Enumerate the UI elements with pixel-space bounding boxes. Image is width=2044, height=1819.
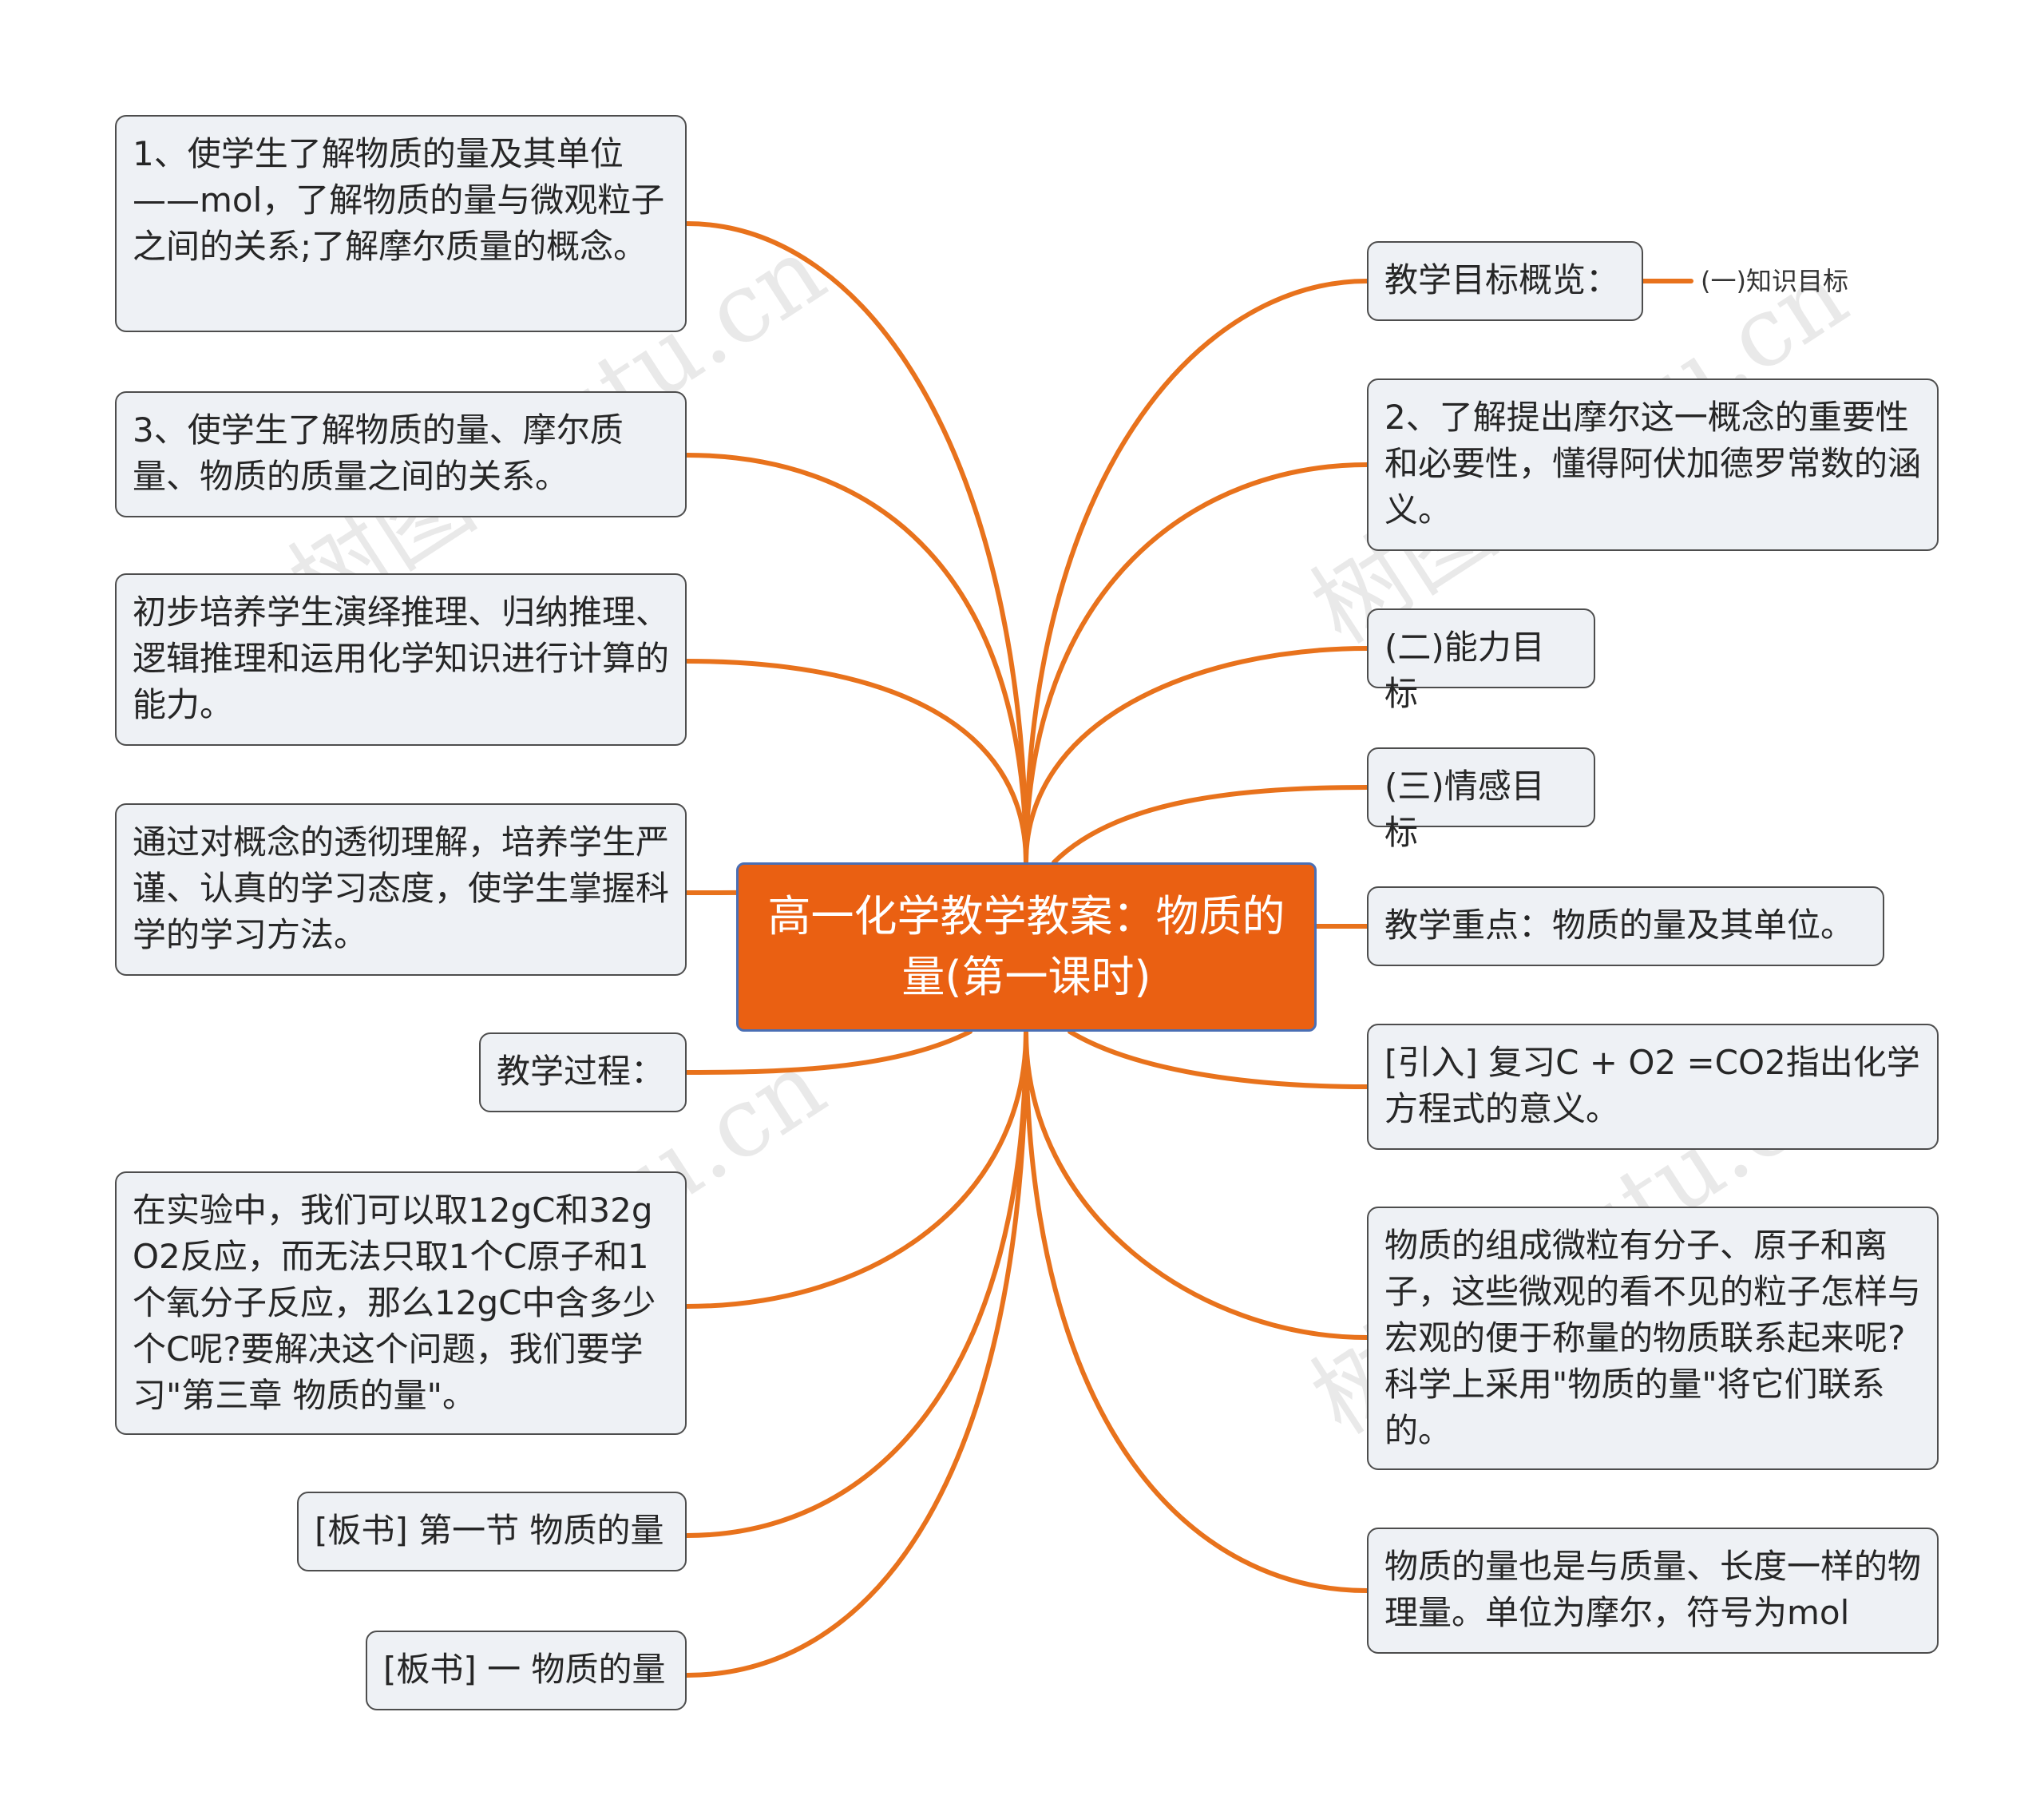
- branch-line: [684, 221, 1028, 865]
- topic-node[interactable]: 在实验中，我们可以取12gC和32gO2反应，而无法只取1个C原子和1个氧分子反…: [115, 1171, 687, 1435]
- branch-line: [684, 1029, 1028, 1678]
- topic-node[interactable]: 教学过程：: [479, 1032, 687, 1112]
- branch-line: [1068, 1029, 1369, 1089]
- branch-line: [684, 1029, 972, 1075]
- topic-node[interactable]: 3、使学生了解物质的量、摩尔质量、物质的质量之间的关系。: [115, 391, 687, 517]
- branch-line: [1024, 646, 1369, 865]
- root-topic[interactable]: 高一化学教学教案：物质的量(第一课时): [736, 862, 1317, 1032]
- branch-line: [684, 1029, 1028, 1538]
- topic-node[interactable]: [板书] 第一节 物质的量: [297, 1492, 687, 1571]
- branch-line: [684, 453, 1028, 865]
- topic-node[interactable]: 教学目标概览：: [1367, 241, 1643, 321]
- topic-node[interactable]: [板书] 一 物质的量: [366, 1631, 687, 1710]
- branch-line: [684, 1029, 1028, 1309]
- root-topic-label: 高一化学教学教案：物质的量(第一课时): [767, 891, 1285, 1002]
- topic-node[interactable]: 物质的量也是与质量、长度一样的物理量。单位为摩尔，符号为mol: [1367, 1528, 1939, 1654]
- topic-node[interactable]: 教学重点：物质的量及其单位。: [1367, 886, 1884, 966]
- branch-line: [684, 659, 1028, 865]
- subtopic-leaf[interactable]: (一)知识目标: [1701, 266, 1848, 296]
- branch-line: [1024, 1029, 1369, 1593]
- topic-node[interactable]: (三)情感目标: [1367, 747, 1595, 852]
- topic-node[interactable]: 通过对概念的透彻理解，培养学生严谨、认真的学习态度，使学生掌握科学的学习方法。: [115, 803, 687, 976]
- topic-node[interactable]: (二)能力目标: [1367, 608, 1595, 713]
- topic-node[interactable]: 物质的组成微粒有分子、原子和离子，这些微观的看不见的粒子怎样与宏观的便于称量的物…: [1367, 1207, 1939, 1470]
- branch-line: [1052, 785, 1369, 865]
- topic-node[interactable]: [引入] 复习C + O2 =CO2指出化学方程式的意义。: [1367, 1024, 1939, 1150]
- topic-node[interactable]: 2、了解提出摩尔这一概念的重要性和必要性，懂得阿伏加德罗常数的涵义。: [1367, 378, 1939, 551]
- topic-node[interactable]: 初步培养学生演绎推理、归纳推理、逻辑推理和运用化学知识进行计算的能力。: [115, 573, 687, 746]
- branch-line: [1024, 279, 1369, 865]
- branch-line: [1024, 1029, 1369, 1340]
- topic-node[interactable]: 1、使学生了解物质的量及其单位——mol，了解物质的量与微观粒子之间的关系;了解…: [115, 115, 687, 332]
- branch-line: [1024, 462, 1369, 865]
